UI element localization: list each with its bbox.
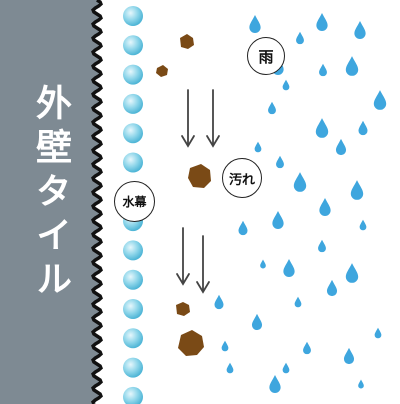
raindrop-icon <box>318 239 326 253</box>
water-bead-icon <box>123 269 143 290</box>
down-arrows <box>176 89 220 294</box>
raindrop-icon <box>319 63 327 77</box>
dirt-particles <box>156 34 211 356</box>
dirt-label: 汚れ <box>222 158 262 198</box>
raindrop-icon <box>319 198 331 216</box>
dirt-particle-icon <box>176 302 190 316</box>
water-bead-icon <box>123 152 143 173</box>
raindrop-icon <box>350 180 364 200</box>
raindrop-icon <box>296 31 304 45</box>
raindrop-icon <box>282 362 290 374</box>
raindrop-icon <box>293 172 307 192</box>
raindrop-icon <box>315 118 329 138</box>
raindrop-icon <box>326 279 338 297</box>
water-bead-icon <box>123 35 143 56</box>
water-bead-icon <box>123 328 143 349</box>
water-bead-icon <box>123 357 143 378</box>
water-film-label: 水幕 <box>114 181 155 222</box>
water-bead-icon <box>123 6 143 26</box>
dirt-particle-icon <box>156 65 168 77</box>
raindrop-icon <box>335 138 347 156</box>
raindrop-icon <box>282 79 290 91</box>
raindrop-icon <box>358 379 364 389</box>
raindrop-icon <box>238 220 248 236</box>
down-arrow-icon <box>176 227 190 286</box>
water-bead-icon <box>123 386 143 404</box>
raindrop-icon <box>283 259 295 277</box>
raindrops <box>214 13 387 393</box>
down-arrow-icon <box>206 89 220 148</box>
raindrop-icon <box>251 313 263 331</box>
raindrop-icon <box>373 90 387 110</box>
water-bead-icon <box>123 93 143 114</box>
down-arrow-icon <box>196 235 210 294</box>
wall-label: 外壁タイル <box>30 84 71 304</box>
dirt-particle-icon <box>188 164 211 188</box>
raindrop-icon <box>221 340 229 352</box>
raindrop-icon <box>359 219 367 231</box>
raindrop-icon <box>214 294 224 310</box>
raindrop-icon <box>345 263 359 283</box>
raindrop-icon <box>226 362 234 374</box>
raindrop-icon <box>276 155 284 169</box>
raindrop-icon <box>260 259 266 269</box>
raindrop-icon <box>316 13 328 31</box>
raindrop-icon <box>249 15 261 33</box>
water-bead-icon <box>123 123 143 144</box>
wall-tile <box>0 0 101 404</box>
down-arrow-icon <box>181 89 195 148</box>
rain-label: 雨 <box>247 37 285 75</box>
raindrop-icon <box>272 211 284 229</box>
water-bead-icon <box>123 64 143 85</box>
raindrop-icon <box>269 375 281 393</box>
raindrop-icon <box>303 341 311 355</box>
raindrop-icon <box>343 347 355 365</box>
raindrop-icon <box>345 56 359 76</box>
raindrop-icon <box>374 327 382 339</box>
water-bead-icon <box>123 240 143 261</box>
raindrop-icon <box>254 141 262 153</box>
dirt-particle-icon <box>180 34 194 49</box>
raindrop-icon <box>294 296 302 308</box>
wall-edge-wave <box>91 0 103 404</box>
water-bead-icon <box>123 299 143 319</box>
raindrop-icon <box>358 120 368 136</box>
raindrop-icon <box>268 101 276 115</box>
dirt-particle-icon <box>178 330 204 356</box>
raindrop-icon <box>354 21 366 39</box>
